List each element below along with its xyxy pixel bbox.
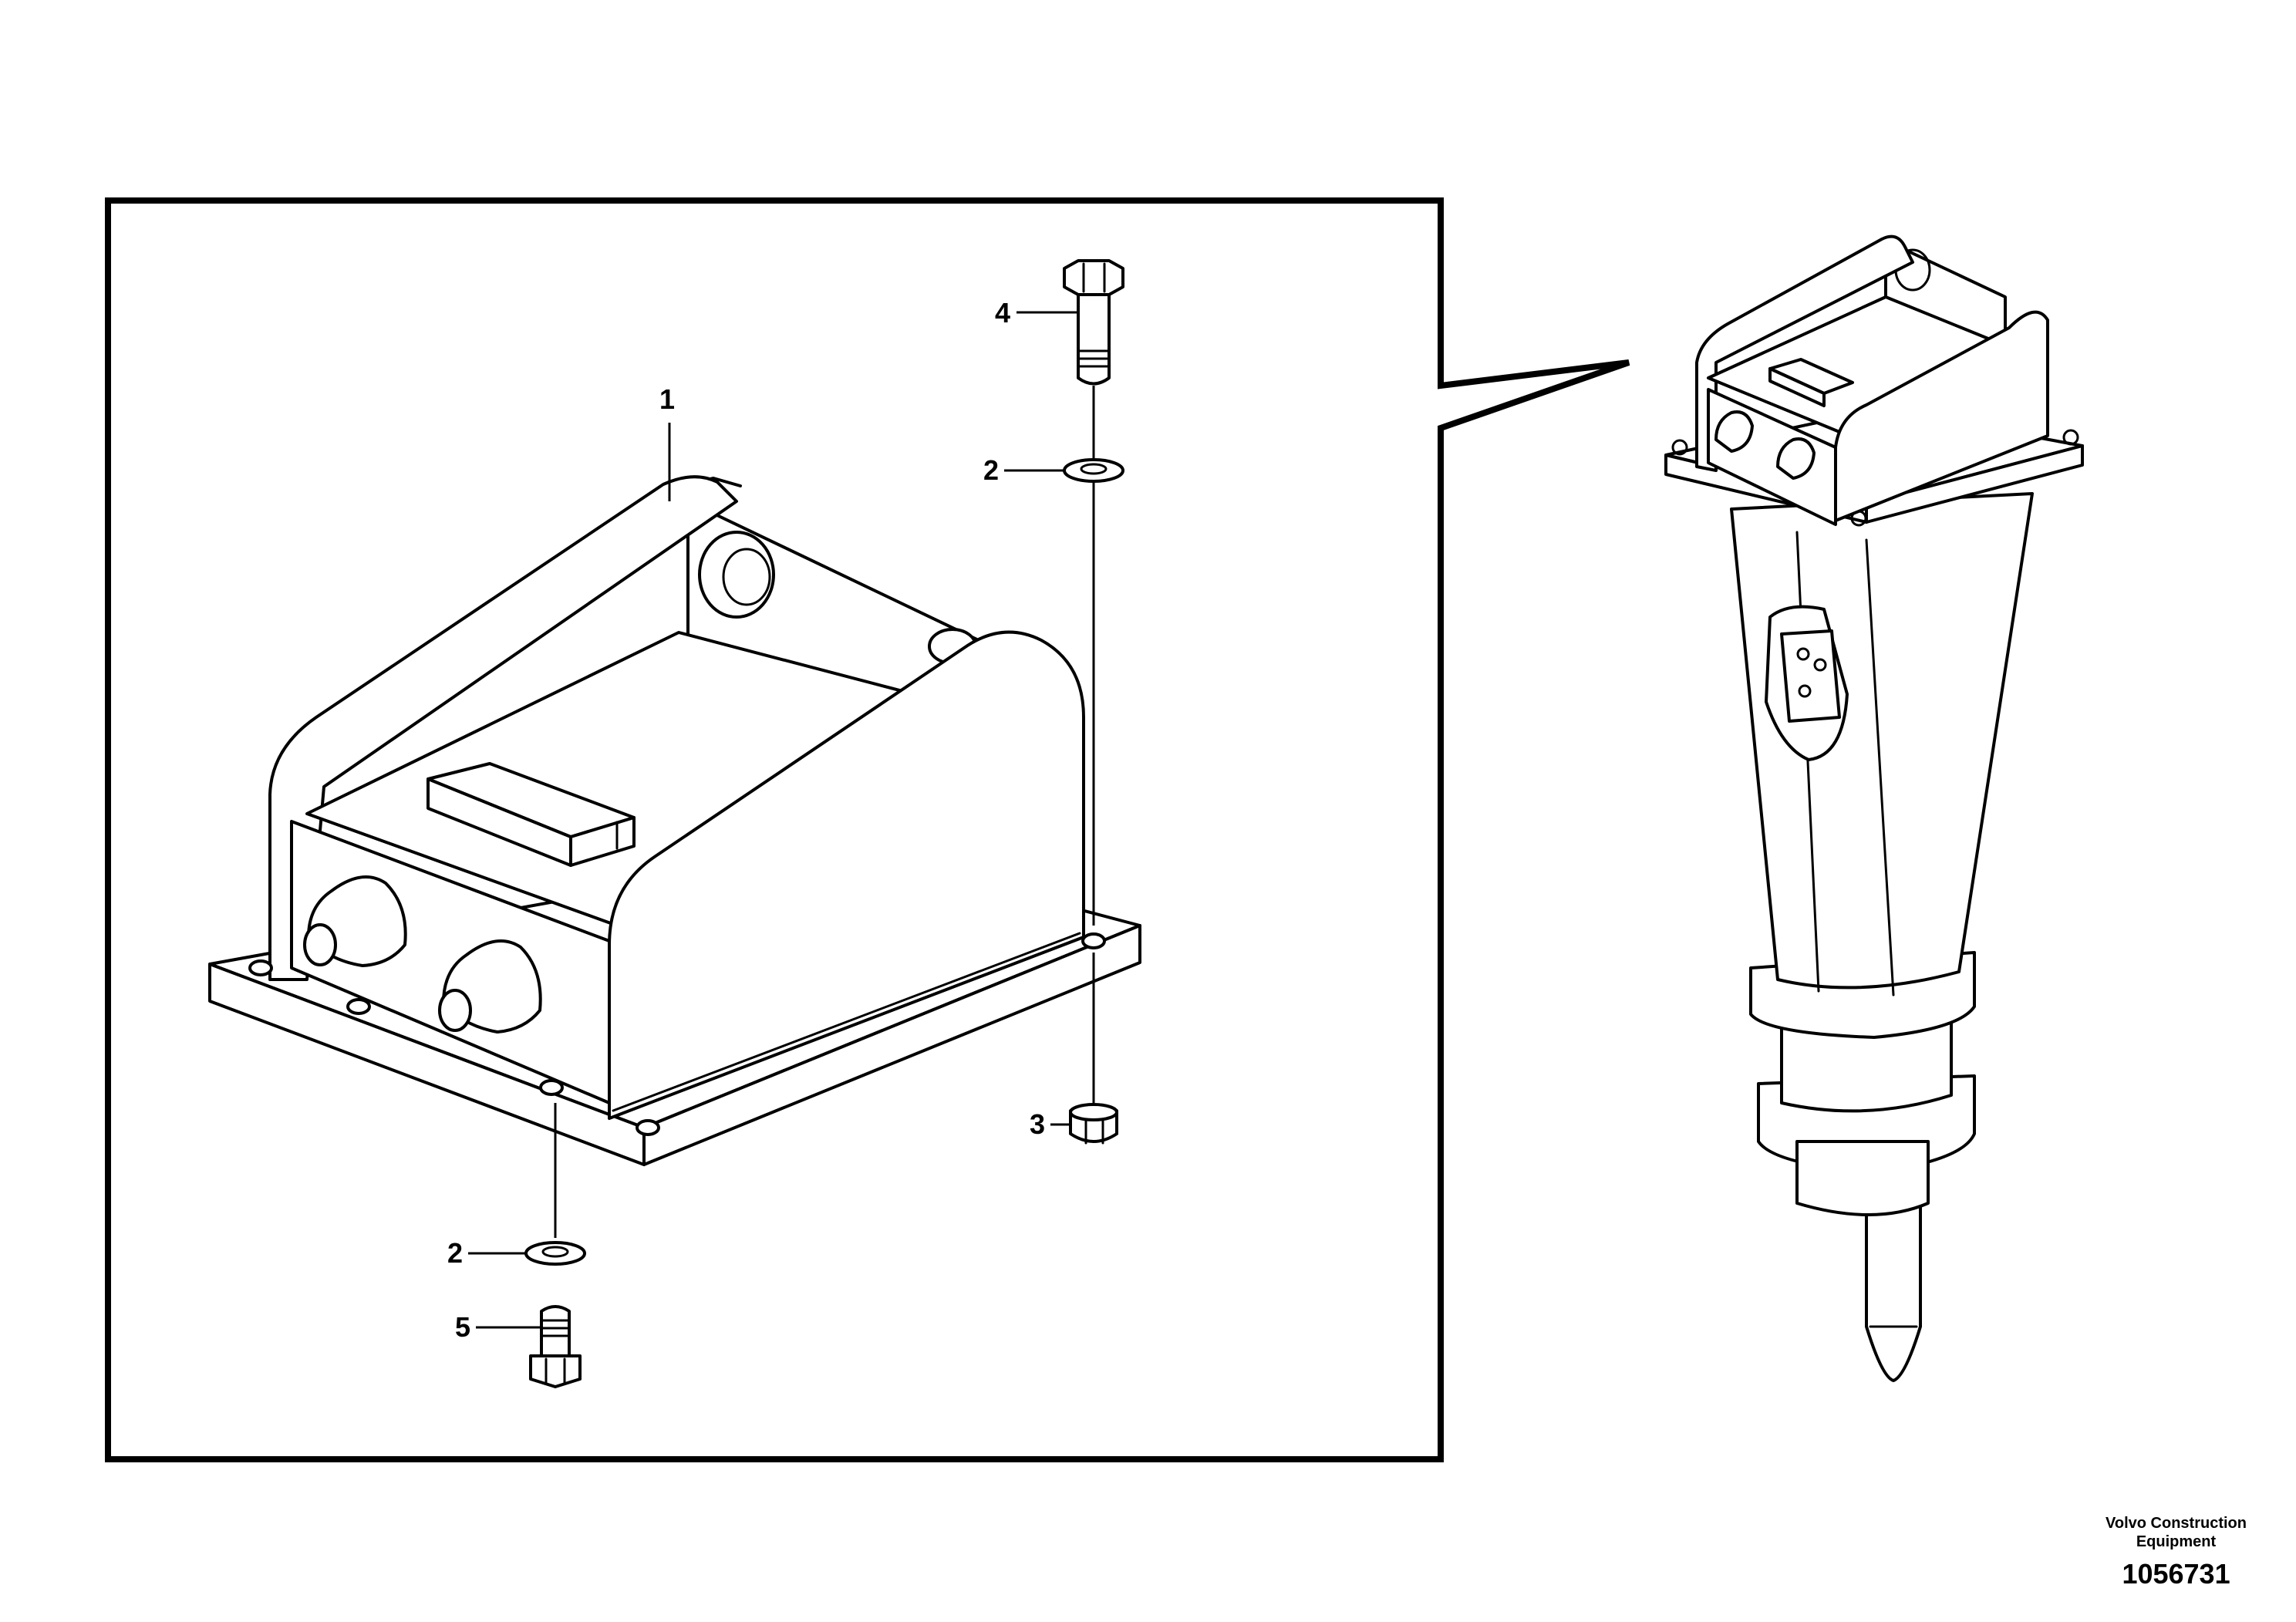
svg-text:2: 2 — [983, 454, 999, 486]
bracket-assembly — [208, 475, 1141, 1166]
publisher-credit: Volvo Construction Equipment 1056731 — [2106, 1514, 2247, 1591]
detail-frame — [105, 197, 1630, 1462]
bolt-bottom — [529, 1305, 582, 1388]
washer-bottom — [524, 1241, 586, 1266]
svg-text:1: 1 — [659, 383, 675, 415]
svg-text:4: 4 — [995, 297, 1010, 329]
callout-5: 5 — [455, 1311, 540, 1343]
washer-top — [1063, 458, 1124, 483]
hammer-overview — [1664, 234, 2084, 1382]
callout-2-bottom: 2 — [447, 1237, 526, 1269]
brand-line-1: Volvo Construction — [2106, 1515, 2247, 1532]
callout-3: 3 — [1030, 1108, 1070, 1140]
svg-text:3: 3 — [1030, 1108, 1045, 1140]
nut — [1069, 1103, 1118, 1145]
port-plug-left — [303, 875, 407, 967]
port-plug-right — [438, 939, 542, 1034]
document-number: 1056731 — [2122, 1558, 2230, 1590]
svg-text:2: 2 — [447, 1237, 463, 1269]
callout-1: 1 — [659, 383, 675, 501]
svg-text:5: 5 — [455, 1311, 470, 1343]
callout-4: 4 — [995, 297, 1078, 329]
callout-2-top: 2 — [983, 454, 1064, 486]
brand-line-2: Equipment — [2136, 1533, 2217, 1550]
bolt-top — [1063, 259, 1124, 386]
